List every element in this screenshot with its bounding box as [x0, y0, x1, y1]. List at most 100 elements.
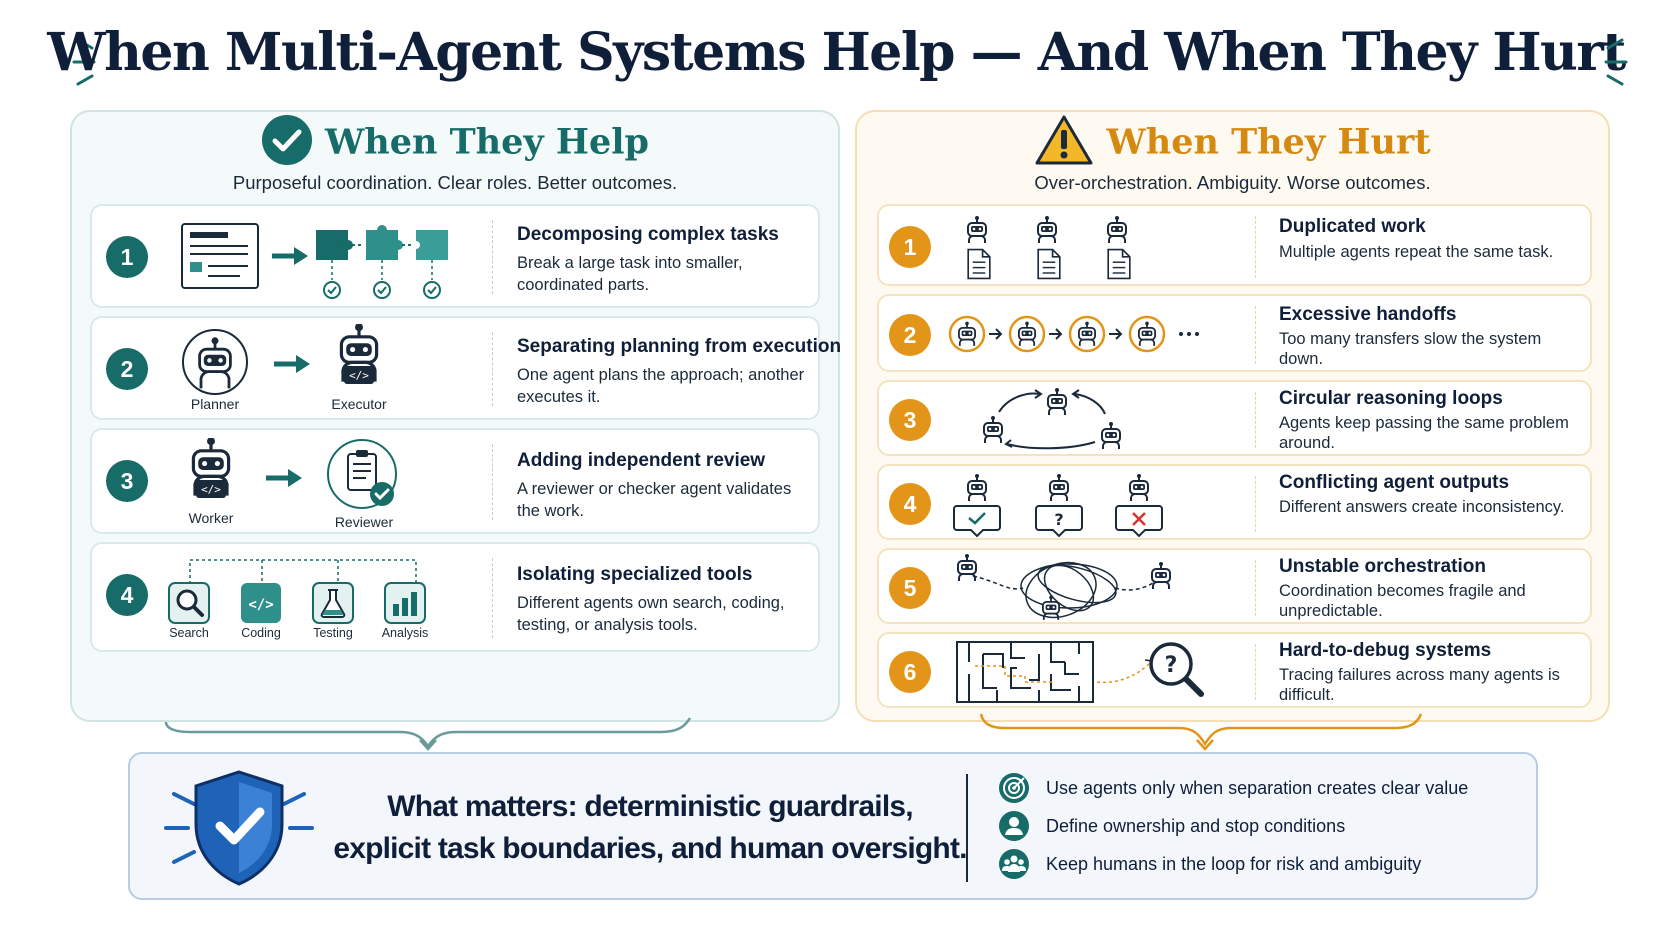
svg-text:</>: </> — [248, 597, 273, 613]
help-desc-4: Different agents own search, coding, tes… — [517, 594, 785, 634]
planner-label: Planner — [190, 396, 240, 412]
summary-item-text-2: Define ownership and stop conditions — [1046, 816, 1346, 836]
summary-line-1: What matters: deterministic guardrails, — [387, 790, 913, 823]
title-sparkle-left-icon — [72, 38, 96, 86]
card-divider — [1255, 306, 1256, 364]
help-heading: When They Help — [72, 115, 838, 170]
help-card-review: 3 </> Worker Reviewer Adding independent… — [90, 428, 820, 534]
hurt-desc-2: Too many transfers slow the system down. — [1279, 330, 1542, 368]
executor-label: Executor — [331, 396, 387, 412]
summary-item-text-1: Use agents only when separation creates … — [1046, 778, 1469, 798]
reviewer-clipboard-icon — [327, 439, 397, 509]
hurt-card-conflicting: 4 ? Conflicting agent outputs Different … — [877, 464, 1592, 540]
task-list-document-icon — [181, 223, 259, 289]
hurt-desc-1: Multiple agents repeat the same task. — [1279, 243, 1554, 261]
search-tool-icon — [168, 582, 210, 624]
card-divider — [1255, 216, 1256, 278]
summary-item-text-3: Keep humans in the loop for risk and amb… — [1046, 854, 1422, 874]
hurt-card-handoffs: 2 Excessive handoffs Too many transfers … — [877, 294, 1592, 372]
hurt-desc-4: Different answers create inconsistency. — [1279, 498, 1565, 516]
analysis-label: Analysis — [381, 626, 429, 640]
card-divider — [492, 558, 493, 638]
coding-label: Coding — [241, 626, 281, 640]
hurt-desc-6: Tracing failures across many agents is d… — [1279, 666, 1560, 704]
help-card-tools: 4 Search </> Coding Testing An — [90, 542, 820, 652]
card-divider — [492, 332, 493, 406]
help-card-planning: 2 Planner </> Executor Separating planni… — [90, 316, 841, 420]
testing-flask-icon — [312, 582, 354, 624]
help-number-4: 4 — [106, 574, 148, 616]
help-card-decompose: 1 Decomposing complex tasks — [90, 204, 820, 308]
hurt-number-6: 6 — [889, 651, 931, 693]
hurt-title-2: Excessive handoffs — [1279, 304, 1457, 325]
hurt-number-1: 1 — [889, 226, 931, 268]
hurt-desc-5: Coordination becomes fragile and unpredi… — [1279, 582, 1526, 620]
hurt-brace-arrow — [979, 713, 1423, 751]
help-number-2: 2 — [106, 348, 148, 390]
hurt-heading-text: When They Hurt — [1106, 121, 1431, 163]
warning-triangle-icon — [1035, 115, 1093, 165]
svg-text:?: ? — [1165, 653, 1178, 678]
executor-robot-icon: </> — [339, 324, 379, 384]
hurt-number-4: 4 — [889, 483, 931, 525]
help-title-4: Isolating specialized tools — [517, 564, 753, 585]
hurt-card-loops: 3 Circular reasoning loops Agents keep p… — [877, 380, 1592, 456]
help-number-3: 3 — [106, 460, 148, 502]
hurt-number-5: 5 — [889, 567, 931, 609]
hurt-title-5: Unstable orchestration — [1279, 556, 1486, 577]
card-divider — [1255, 644, 1256, 700]
hurt-card-unstable: 5 Unstable orchestration Coordination be… — [877, 548, 1592, 624]
help-subtitle: Purposeful coordination. Clear roles. Be… — [232, 172, 678, 193]
hurt-number-2: 2 — [889, 314, 931, 356]
person-icon — [999, 811, 1029, 841]
hurt-panel: When They Hurt Over-orchestration. Ambig… — [855, 110, 1610, 722]
hurt-card-duplicated: 1 Duplicated work Multiple agents repeat… — [877, 204, 1592, 286]
svg-text:</>: </> — [349, 369, 369, 382]
summary-item-humans: Keep humans in the loop for risk and amb… — [998, 848, 1518, 884]
hurt-number-3: 3 — [889, 399, 931, 441]
target-icon — [999, 773, 1029, 803]
circular-loop-icon — [983, 387, 1121, 450]
title-sparkle-right-icon — [1604, 38, 1628, 86]
people-icon — [999, 849, 1029, 879]
summary-item-ownership: Define ownership and stop conditions — [998, 810, 1518, 846]
duplicated-robots-docs-icon — [967, 215, 1131, 280]
help-heading-text: When They Help — [324, 121, 650, 163]
hurt-subtitle: Over-orchestration. Ambiguity. Worse out… — [1034, 172, 1431, 193]
card-divider — [1255, 560, 1256, 616]
page-title: When Multi-Agent Systems Help — And When… — [47, 22, 1626, 83]
help-brace-arrow — [164, 717, 692, 751]
help-desc-2: One agent plans the approach; another ex… — [517, 366, 805, 406]
summary-divider — [966, 774, 968, 882]
svg-text:</>: </> — [201, 483, 221, 496]
reviewer-label: Reviewer — [334, 514, 394, 530]
worker-robot-icon: </> — [191, 438, 231, 498]
summary-item-value: Use agents only when separation creates … — [998, 772, 1518, 808]
check-circle-icon — [261, 115, 312, 165]
coding-tool-icon: </> — [241, 583, 281, 623]
summary-line-2: explicit task boundaries, and human over… — [333, 832, 967, 865]
hurt-title-1: Duplicated work — [1279, 216, 1426, 237]
conflicting-outputs-icon: ? — [953, 473, 1163, 538]
search-label: Search — [169, 626, 209, 640]
arrow-right-icon — [274, 355, 310, 373]
arrow-right-icon — [272, 247, 308, 265]
help-desc-3: A reviewer or checker agent validates th… — [517, 480, 792, 520]
help-title-1: Decomposing complex tasks — [517, 224, 779, 245]
hurt-desc-3: Agents keep passing the same problem aro… — [1279, 414, 1569, 452]
card-divider — [1255, 476, 1256, 532]
handoff-chain-icon — [948, 315, 1199, 353]
analysis-chart-icon — [384, 582, 426, 624]
hurt-title-4: Conflicting agent outputs — [1279, 472, 1510, 493]
summary-box: What matters: deterministic guardrails, … — [128, 752, 1538, 900]
worker-label: Worker — [188, 510, 234, 526]
puzzle-pieces-icon — [316, 225, 448, 299]
hurt-title-3: Circular reasoning loops — [1279, 388, 1503, 409]
hurt-title-6: Hard-to-debug systems — [1279, 640, 1492, 661]
summary-statement: What matters: deterministic guardrails, … — [330, 786, 970, 870]
card-divider — [492, 220, 493, 294]
testing-label: Testing — [313, 626, 353, 640]
arrow-right-icon — [266, 469, 302, 487]
hurt-card-debug: 6 ? Hard-to-debug systems Tracing failur… — [877, 632, 1592, 708]
tangled-orchestration-icon — [957, 553, 1171, 621]
